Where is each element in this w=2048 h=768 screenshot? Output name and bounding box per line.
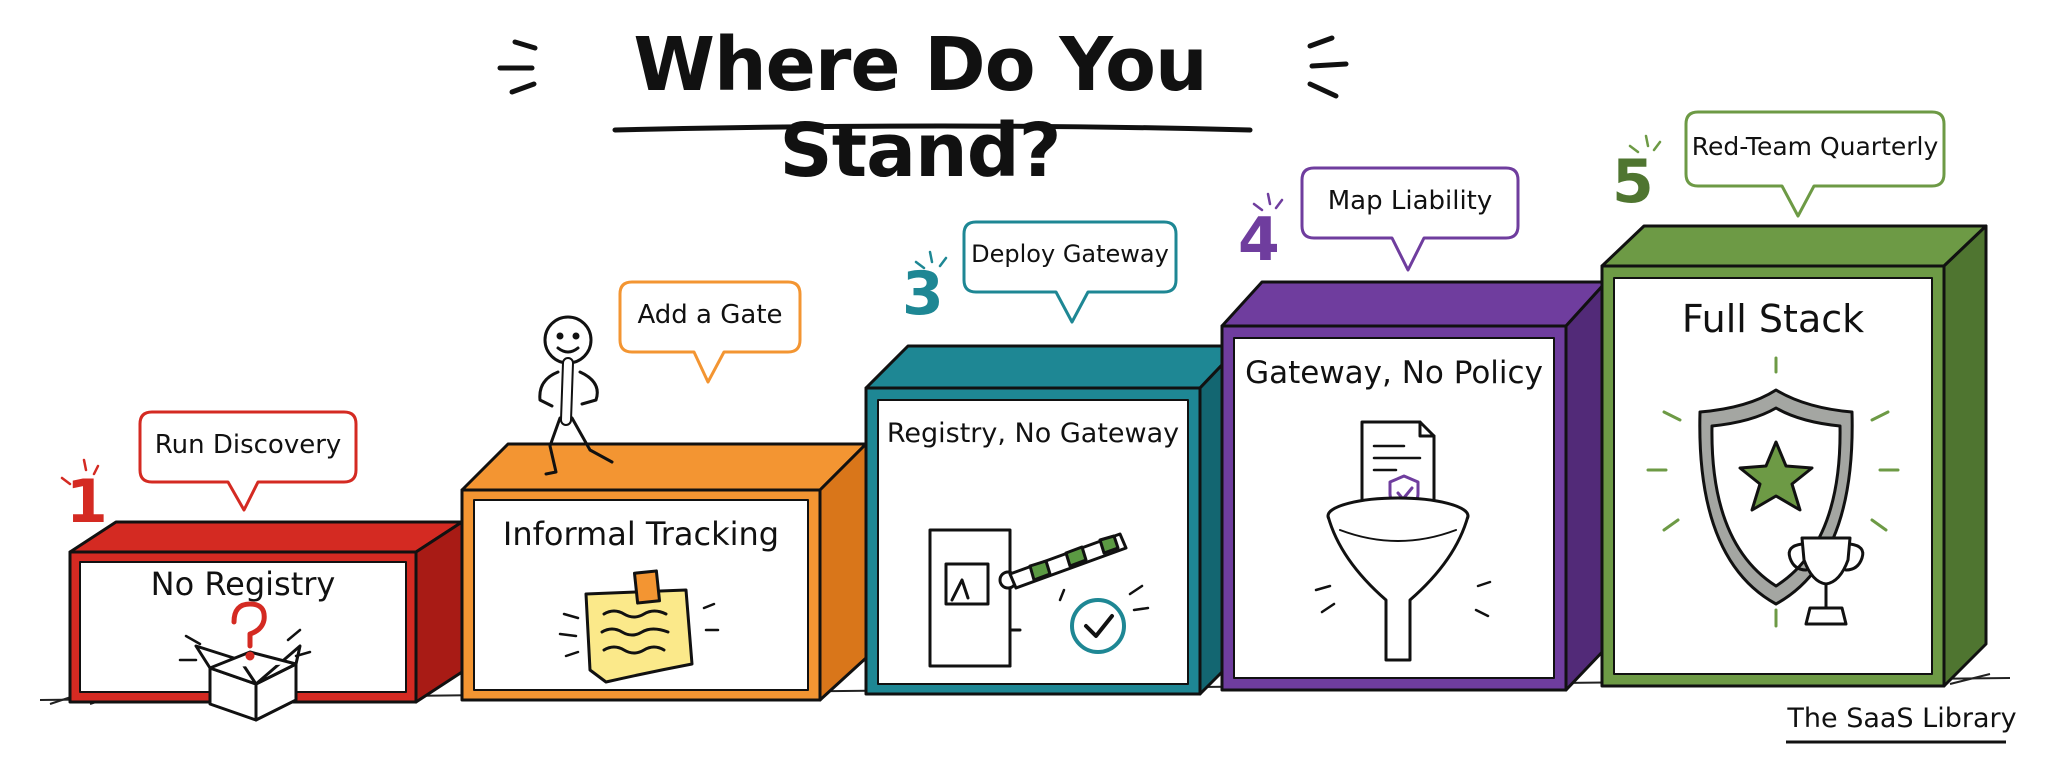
- step-5-label: Full Stack: [1681, 297, 1865, 341]
- title-accent-marks: [497, 35, 1349, 99]
- step-1-number: 1: [66, 467, 108, 537]
- step-2-action: Add a Gate: [637, 300, 783, 330]
- step-4-number: 4: [1238, 205, 1280, 275]
- number-accent-5: [1628, 134, 1662, 154]
- step-3-action: Deploy Gateway: [971, 240, 1169, 268]
- step-3-block: [864, 344, 1242, 696]
- step-3-label: Registry, No Gateway: [886, 418, 1180, 449]
- step-5-action: Red-Team Quarterly: [1691, 132, 1939, 161]
- step-1-action: Run Discovery: [154, 430, 342, 460]
- step-4-action: Map Liability: [1327, 186, 1493, 216]
- step-5-number: 5: [1612, 147, 1654, 217]
- sticky-note-icon: [558, 569, 720, 684]
- bubble-5: [1684, 110, 1946, 218]
- step-4-block: [1220, 280, 1608, 692]
- question-box-icon: [178, 601, 312, 722]
- step-2-label: Informal Tracking: [502, 515, 780, 553]
- stick-figure-icon: [538, 315, 614, 476]
- title-underline: [612, 123, 1253, 133]
- bubble-3: [962, 220, 1178, 324]
- step-4-label: Gateway, No Policy: [1245, 355, 1543, 391]
- step-3-number: 3: [902, 259, 944, 329]
- step-5-block: [1600, 224, 1988, 688]
- bubble-2: [618, 280, 802, 384]
- page-title: Where Do You Stand?: [633, 22, 1207, 194]
- bubble-4: [1300, 166, 1520, 272]
- bubble-1: [138, 410, 358, 512]
- policy-funnel-icon: [1314, 420, 1492, 662]
- shield-trophy-icon: [1646, 356, 1900, 628]
- step-1-label: No Registry: [150, 565, 336, 603]
- footer-brand: The SaaS Library: [1787, 703, 2017, 734]
- gate-barrier-icon: [928, 528, 1150, 668]
- number-accent-4: [1252, 192, 1284, 212]
- number-accent-3: [914, 250, 948, 270]
- number-accent-1: [60, 458, 100, 486]
